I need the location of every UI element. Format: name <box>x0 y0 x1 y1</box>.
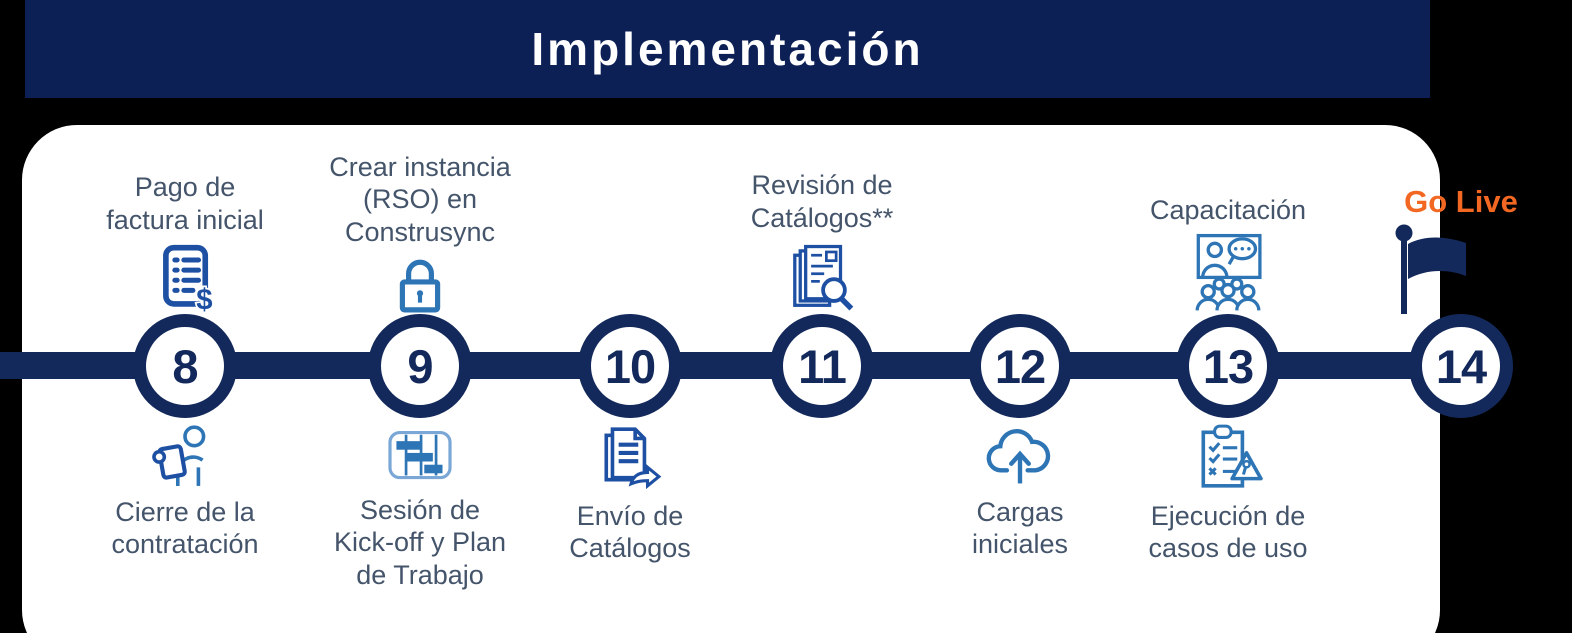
step-bottom-label: Sesión de Kick-off y Plan de Trabajo <box>333 495 507 590</box>
timeline-step-8: Pago de factura inicial $ 8 <box>55 0 315 633</box>
step-bottom-label: Cierre de la contratación <box>111 497 259 560</box>
timeline-step-11: Revisión de Catálogos** <box>692 0 952 633</box>
timeline-step-12: 12 Cargas iniciales <box>890 0 1150 633</box>
milestone-circle: 13 <box>1176 314 1280 418</box>
milestone-number: 14 <box>1435 339 1487 393</box>
milestone-circle: 12 <box>968 314 1072 418</box>
go-live-label: Go Live <box>1404 184 1518 219</box>
step-bottom-label: Cargas iniciales <box>971 497 1069 560</box>
milestone-number: 11 <box>798 339 847 393</box>
timeline-step-9: Crear instancia (RSO) en Construsync 9 <box>290 0 550 633</box>
cloud-upload-icon <box>985 424 1055 486</box>
step-top-label: Revisión de Catálogos** <box>750 170 894 233</box>
milestone-circle: 8 <box>133 314 237 418</box>
milestone-number: 10 <box>604 339 656 393</box>
timeline-step-14: Go Live 14 <box>1366 0 1556 633</box>
step-bottom-label: Envío de Catálogos <box>569 501 691 564</box>
document-send-icon <box>597 424 663 490</box>
person-clipboard-icon <box>152 424 218 486</box>
milestone-number: 8 <box>172 339 198 393</box>
step-top-label: Capacitación <box>1149 194 1307 225</box>
milestone-number: 12 <box>994 339 1046 393</box>
milestone-number: 9 <box>407 339 433 393</box>
milestone-circle: 11 <box>770 314 874 418</box>
milestone-circle: 14 <box>1409 314 1513 418</box>
lock-icon <box>391 254 449 314</box>
header-banner: Implementación <box>25 0 1430 98</box>
milestone-circle: 10 <box>578 314 682 418</box>
gantt-chart-icon <box>385 424 455 484</box>
invoice-dollar-icon: $ <box>150 242 220 314</box>
timeline-step-13: Capacitación <box>1098 0 1358 633</box>
svg-text:$: $ <box>196 285 212 315</box>
milestone-number: 13 <box>1202 339 1254 393</box>
go-live-flag-icon <box>1394 224 1470 314</box>
step-bottom-label: Ejecución de casos de uso <box>1148 501 1308 564</box>
step-top-label: Pago de factura inicial <box>106 172 264 235</box>
page-title: Implementación <box>531 23 924 75</box>
milestone-circle: 9 <box>368 314 472 418</box>
document-search-icon <box>785 240 859 314</box>
checklist-warning-icon <box>1193 424 1263 490</box>
training-presentation-icon <box>1184 232 1272 314</box>
step-top-label: Crear instancia (RSO) en Construsync <box>329 151 511 247</box>
timeline-step-10: 10 Envío de Catálogos <box>500 0 760 633</box>
